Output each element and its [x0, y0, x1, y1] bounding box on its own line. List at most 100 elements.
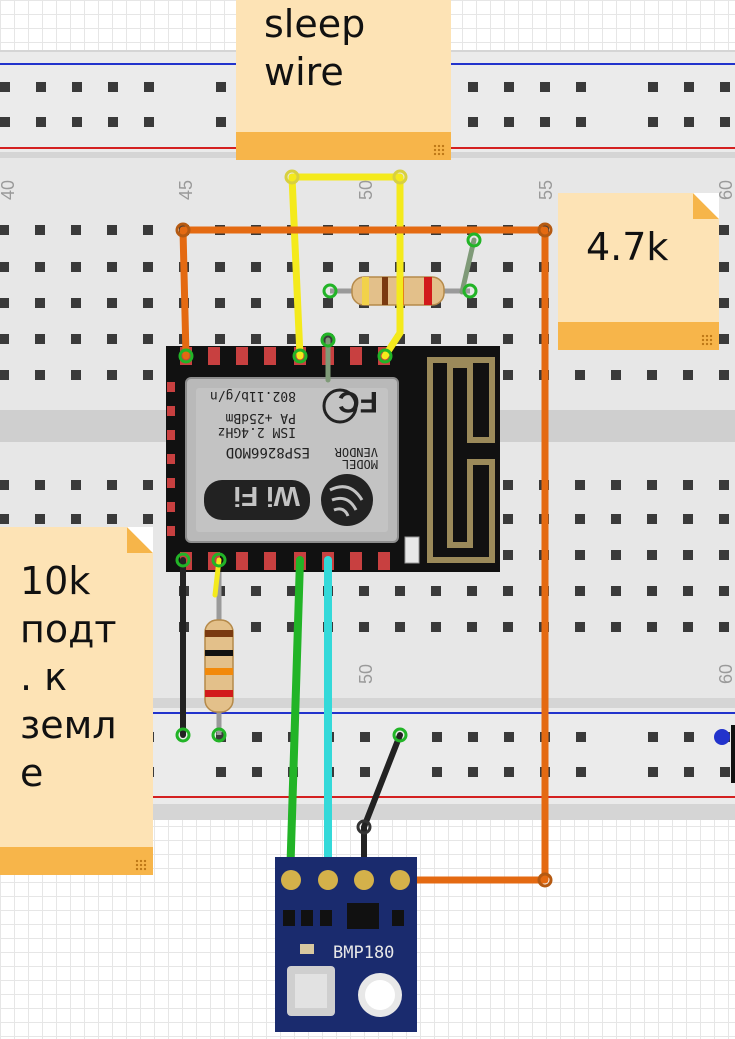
terminal-hole: [683, 370, 693, 380]
rail-hole: [468, 117, 478, 127]
terminal-hole: [0, 514, 9, 524]
terminal-hole: [107, 262, 117, 272]
note-pulldown[interactable]: 10k подт . к земл е: [0, 527, 153, 875]
rail-hole: [0, 82, 10, 92]
rail-hole: [72, 117, 82, 127]
terminal-hole: [359, 586, 369, 596]
resistor-10k[interactable]: [204, 560, 234, 735]
wire-endpoint: [392, 727, 408, 743]
terminal-hole: [0, 480, 9, 490]
terminal-hole: [395, 586, 405, 596]
rail-hole: [216, 732, 226, 742]
terminal-hole: [0, 225, 9, 235]
terminal-hole: [107, 298, 117, 308]
terminal-hole: [503, 550, 513, 560]
wire-endpoint: [322, 283, 338, 299]
wifi-logo-text: Wi Fi: [233, 481, 300, 512]
rail-hole: [684, 117, 694, 127]
rail-hole: [360, 732, 370, 742]
wire-endpoint: [292, 348, 308, 364]
terminal-hole: [251, 586, 261, 596]
terminal-hole: [719, 262, 729, 272]
terminal-hole: [107, 225, 117, 235]
wire-endpoint: [175, 552, 191, 568]
note-sleep-wire-text: sleep wire: [264, 2, 366, 94]
terminal-hole: [143, 514, 153, 524]
terminal-hole: [611, 550, 621, 560]
terminal-hole: [107, 480, 117, 490]
terminal-hole: [575, 622, 585, 632]
rail-hole: [684, 767, 694, 777]
terminal-hole: [647, 370, 657, 380]
terminal-hole: [503, 262, 513, 272]
col-num-55: 55: [536, 180, 556, 200]
bmp180-sensor[interactable]: BMP180: [275, 857, 417, 1032]
note-4-7k[interactable]: 4.7k: [558, 193, 719, 350]
terminal-hole: [431, 622, 441, 632]
rail-hole: [648, 117, 658, 127]
rail-hole: [504, 82, 514, 92]
rail-hole: [576, 732, 586, 742]
terminal-hole: [647, 480, 657, 490]
terminal-hole: [287, 298, 297, 308]
terminal-hole: [359, 334, 369, 344]
terminal-hole: [647, 550, 657, 560]
wire-gray[interactable]: [459, 237, 477, 295]
col-num-60-bottom: 60: [716, 664, 735, 684]
terminal-hole: [143, 262, 153, 272]
terminal-hole: [71, 334, 81, 344]
terminal-hole: [719, 622, 729, 632]
rail-hole: [648, 767, 658, 777]
rail-hole: [468, 732, 478, 742]
terminal-hole: [503, 514, 513, 524]
terminal-hole: [719, 298, 729, 308]
wire-endpoint: [284, 169, 300, 185]
terminal-hole: [323, 262, 333, 272]
terminal-hole: [431, 586, 441, 596]
terminal-hole: [71, 370, 81, 380]
rail-hole: [576, 767, 586, 777]
chip-text-line: ISM 2.4GHz: [218, 424, 296, 439]
terminal-hole: [719, 370, 729, 380]
rail-hole: [720, 117, 730, 127]
terminal-hole: [503, 298, 513, 308]
rail-hole: [648, 82, 658, 92]
rail-hole: [648, 732, 658, 742]
terminal-hole: [719, 334, 729, 344]
wire-endpoint: [392, 169, 408, 185]
connector-dot: [714, 729, 730, 745]
wire-endpoint: [211, 727, 227, 743]
terminal-hole: [251, 298, 261, 308]
terminal-hole: [611, 370, 621, 380]
terminal-hole: [467, 622, 477, 632]
terminal-hole: [719, 480, 729, 490]
terminal-hole: [215, 262, 225, 272]
terminal-hole: [611, 480, 621, 490]
terminal-hole: [35, 370, 45, 380]
module-led: [404, 536, 420, 564]
wire-yellow-sleep[interactable]: [288, 173, 404, 360]
rail-hole: [108, 82, 118, 92]
note-sleep-wire[interactable]: sleep wire: [236, 0, 451, 160]
terminal-hole: [719, 550, 729, 560]
rail-hole: [468, 767, 478, 777]
terminal-hole: [575, 586, 585, 596]
terminal-hole: [287, 334, 297, 344]
sensor-pins: [281, 870, 410, 890]
terminal-hole: [503, 622, 513, 632]
wire-endpoint: [537, 872, 553, 888]
terminal-hole: [71, 480, 81, 490]
terminal-hole: [71, 298, 81, 308]
terminal-hole: [107, 370, 117, 380]
terminal-hole: [359, 262, 369, 272]
terminal-hole: [107, 334, 117, 344]
rail-hole: [252, 767, 262, 777]
terminal-hole: [395, 622, 405, 632]
note-pulldown-text: 10k подт . к земл е: [20, 559, 117, 795]
wire-endpoint: [356, 819, 372, 835]
wire-green[interactable]: [286, 556, 304, 884]
wire-orange[interactable]: [179, 226, 549, 884]
rail-hole: [720, 82, 730, 92]
wire-endpoint: [466, 232, 482, 248]
